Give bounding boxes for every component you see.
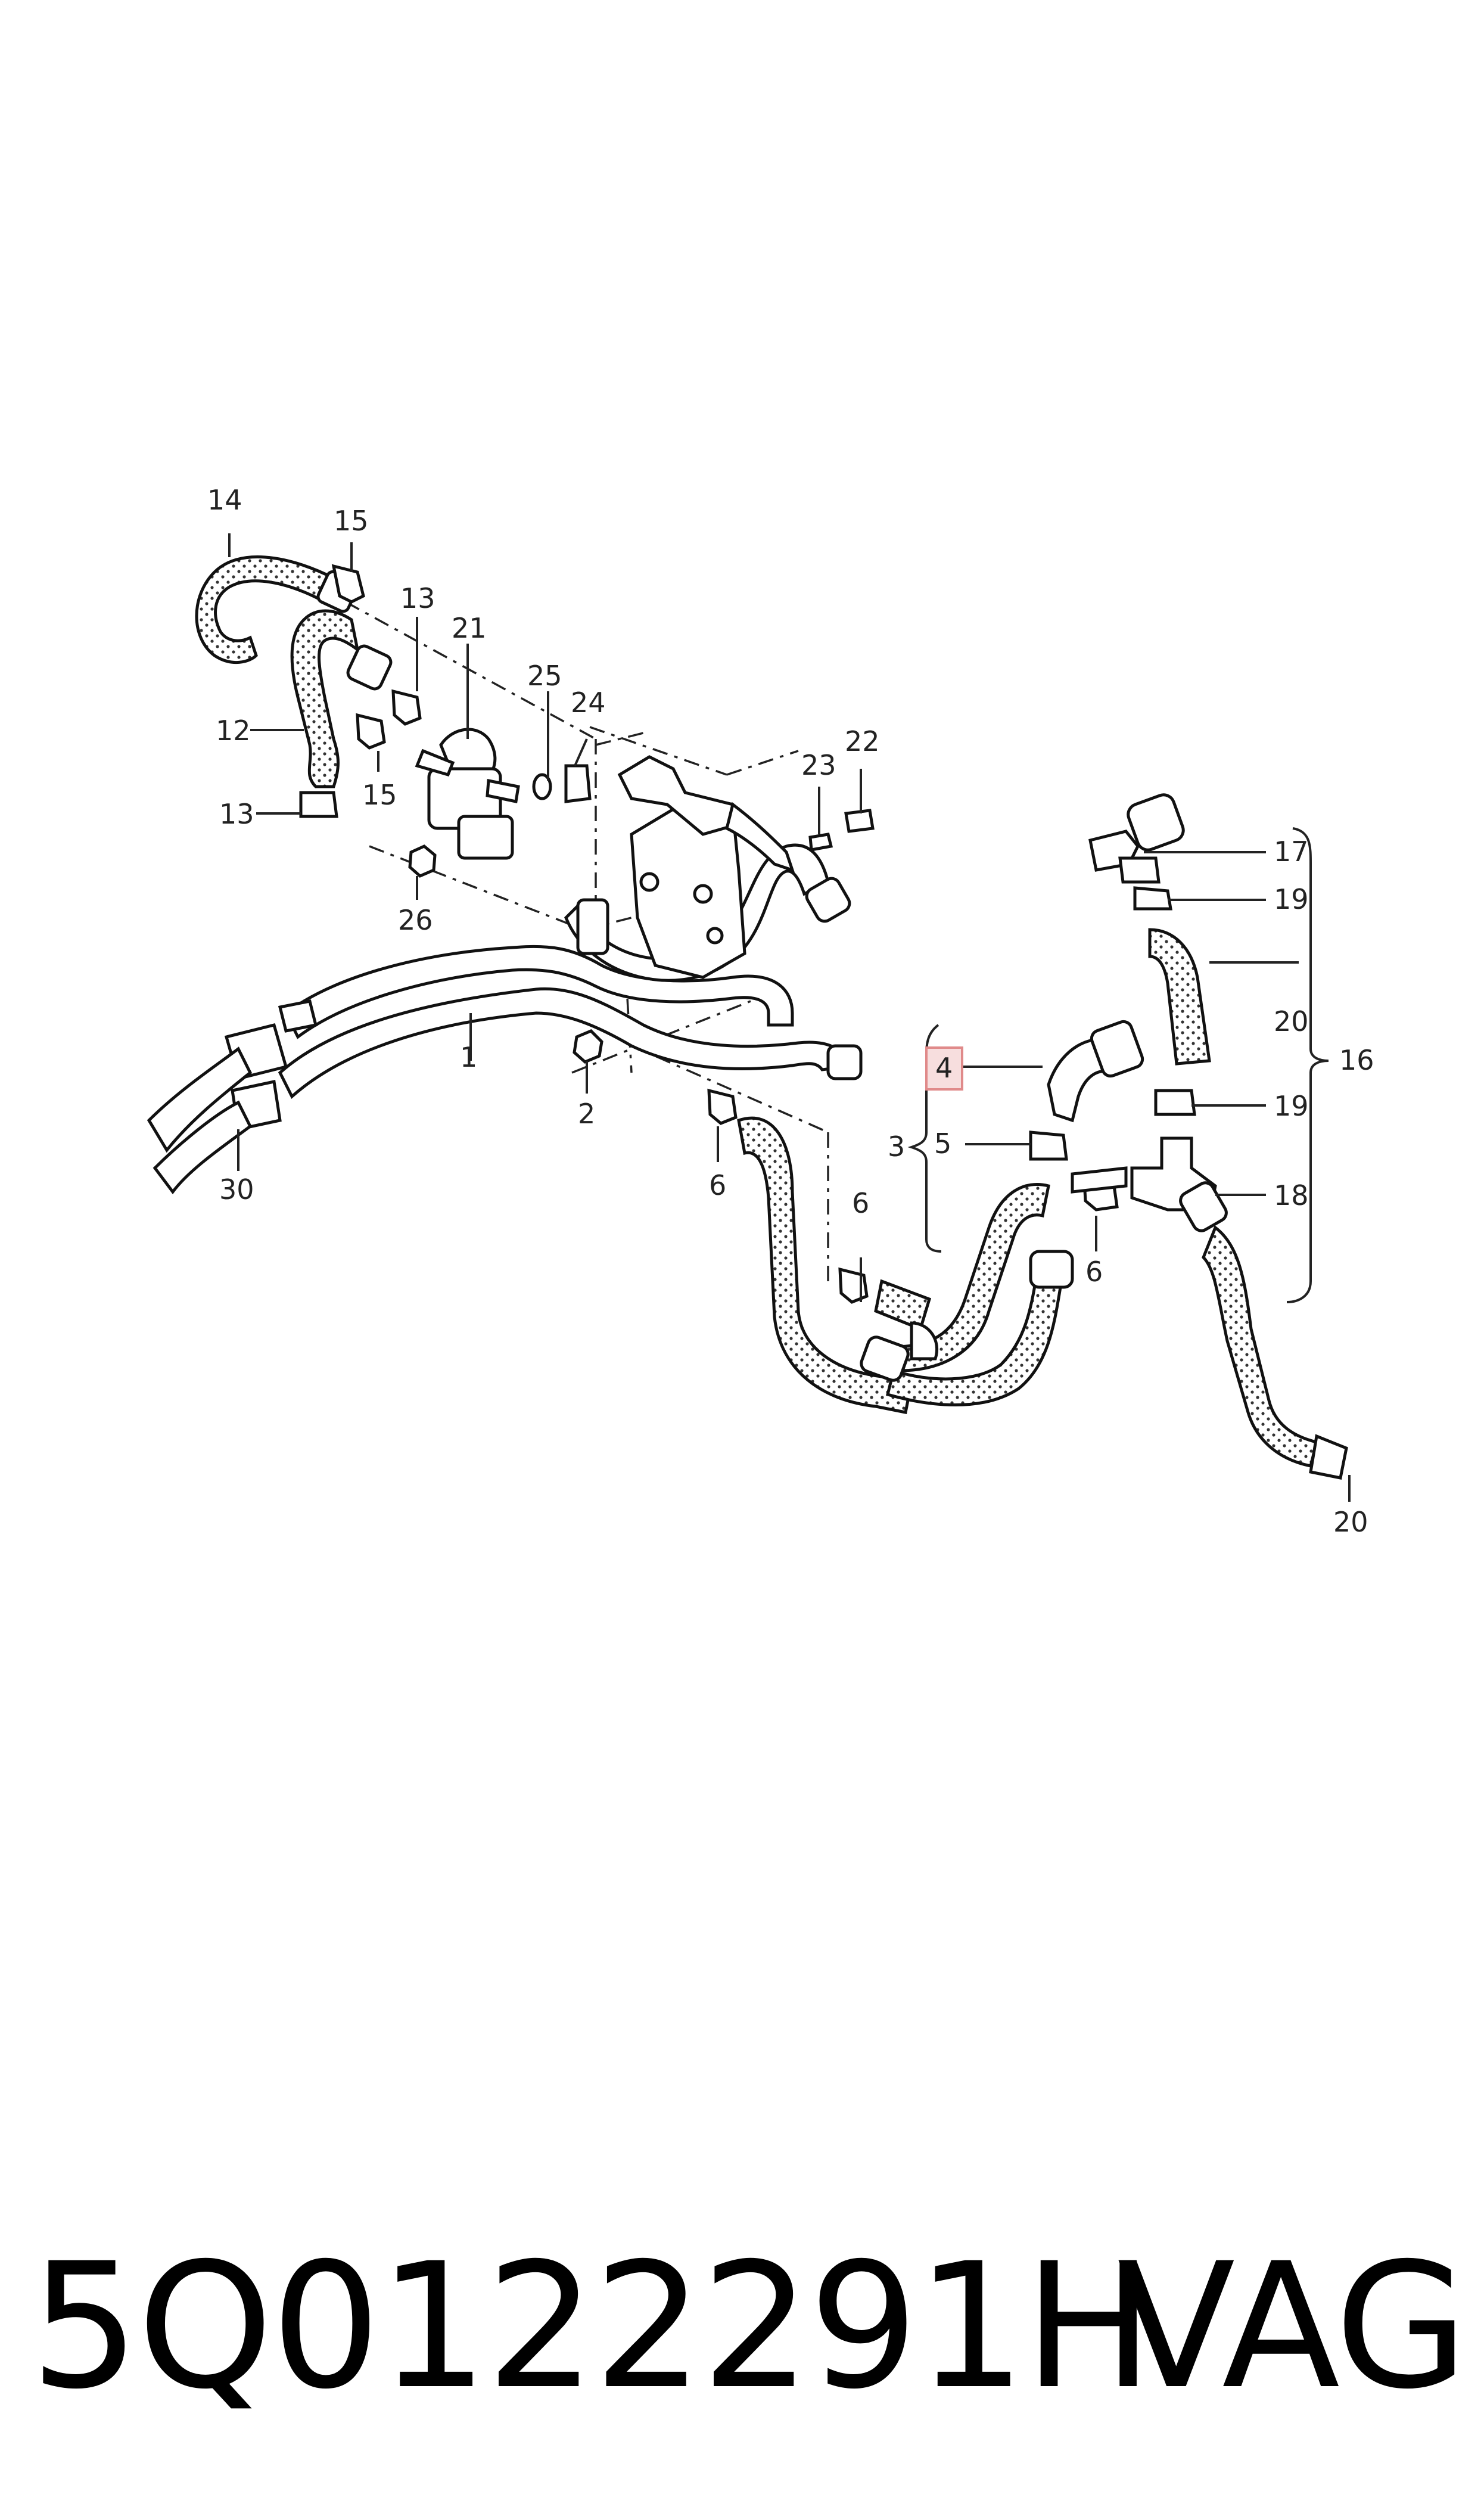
label-22[interactable]: 22 <box>845 725 880 757</box>
part-number: 5Q0122291H <box>30 2226 1153 2427</box>
label-20-bottom[interactable]: 20 <box>1333 1506 1368 1538</box>
heater-hose-group <box>147 555 875 1195</box>
label-6-left[interactable]: 6 <box>709 1169 726 1201</box>
leader-lines <box>228 533 1351 1502</box>
label-20-right[interactable]: 20 <box>1274 1005 1309 1038</box>
label-6-right[interactable]: 6 <box>1085 1256 1103 1288</box>
label-3[interactable]: 3 <box>888 1130 905 1163</box>
label-15-top[interactable]: 15 <box>334 505 369 537</box>
label-21[interactable]: 21 <box>452 612 487 644</box>
highlight-box-part-4[interactable] <box>925 1046 963 1091</box>
label-2[interactable]: 2 <box>578 1098 595 1130</box>
coolant-pipe-assembly <box>278 755 863 1099</box>
expansion-tank-hose-group <box>1071 793 1348 1480</box>
label-19-top[interactable]: 19 <box>1274 883 1309 915</box>
label-1[interactable]: 1 <box>460 1041 477 1073</box>
label-5[interactable]: 5 <box>934 1128 951 1160</box>
label-26[interactable]: 26 <box>398 904 433 936</box>
label-13-top[interactable]: 13 <box>400 582 435 614</box>
hose-diagram: 14 15 13 21 25 24 23 22 12 15 13 26 1 2 … <box>147 484 1374 1538</box>
label-16[interactable]: 16 <box>1339 1044 1374 1076</box>
label-19-bottom[interactable]: 19 <box>1274 1090 1309 1122</box>
brand-name: VAG <box>1117 2226 1469 2427</box>
label-15-bottom[interactable]: 15 <box>362 779 397 811</box>
label-14[interactable]: 14 <box>207 484 242 516</box>
label-18[interactable]: 18 <box>1274 1179 1309 1212</box>
label-13-bottom[interactable]: 13 <box>219 798 254 830</box>
label-6-middle[interactable]: 6 <box>852 1187 869 1219</box>
label-23[interactable]: 23 <box>801 749 836 781</box>
label-12[interactable]: 12 <box>216 715 251 747</box>
label-17[interactable]: 17 <box>1274 835 1309 868</box>
label-30[interactable]: 30 <box>219 1173 254 1206</box>
label-25[interactable]: 25 <box>527 660 562 692</box>
label-4[interactable]: 4 <box>935 1052 953 1084</box>
callout-labels: 14 15 13 21 25 24 23 22 12 15 13 26 1 2 … <box>207 484 1374 1538</box>
label-24[interactable]: 24 <box>571 687 606 719</box>
